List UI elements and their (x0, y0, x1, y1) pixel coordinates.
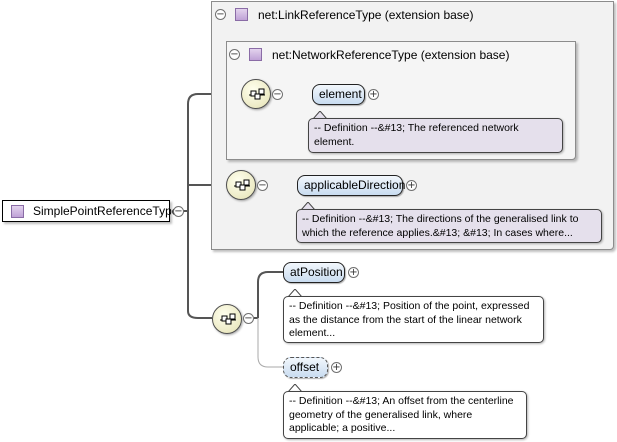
collapse-icon[interactable]: − (243, 313, 254, 324)
collapse-icon[interactable]: − (272, 89, 283, 100)
expand-icon[interactable]: + (331, 362, 342, 373)
collapse-icon[interactable]: − (229, 49, 240, 60)
doc-pointer (301, 202, 315, 210)
sequence-symbol (249, 88, 265, 100)
applicable-direction-node[interactable]: applicableDirection (297, 175, 405, 196)
collapse-icon[interactable]: − (173, 206, 184, 217)
expand-icon[interactable]: + (348, 267, 359, 278)
link-reference-title: net:LinkReferenceType (extension base) (258, 8, 474, 22)
sequence-symbol (234, 179, 250, 191)
root-complex-type[interactable]: SimplePointReferenceType (2, 200, 178, 222)
complex-type-icon (249, 48, 262, 61)
sequence-compositor-icon[interactable] (226, 170, 256, 200)
element-node[interactable]: element (312, 84, 365, 105)
doc-pointer (313, 111, 327, 119)
doc-pointer (288, 289, 302, 297)
complex-type-icon (235, 8, 248, 21)
sequence-symbol (220, 313, 236, 325)
root-type-label: SimplePointReferenceType (33, 204, 179, 218)
collapse-icon[interactable]: − (215, 9, 226, 20)
element-documentation: -- Definition --&#13; The referenced net… (308, 118, 563, 153)
complex-type-icon (11, 205, 24, 218)
offset-node[interactable]: offset (283, 357, 328, 378)
collapse-icon[interactable]: − (257, 180, 268, 191)
doc-pointer (288, 384, 302, 392)
at-position-documentation: -- Definition --&#13; Position of the po… (283, 296, 544, 343)
network-reference-title: net:NetworkReferenceType (extension base… (272, 48, 510, 62)
sequence-compositor-icon[interactable] (241, 79, 271, 109)
expand-icon[interactable]: + (368, 89, 379, 100)
expand-icon[interactable]: + (406, 180, 417, 191)
sequence-compositor-icon[interactable] (212, 304, 242, 334)
at-position-node[interactable]: atPosition (283, 262, 345, 283)
offset-documentation: -- Definition --&#13; An offset from the… (283, 391, 527, 439)
applicable-direction-documentation: -- Definition --&#13; The directions of … (296, 209, 602, 243)
